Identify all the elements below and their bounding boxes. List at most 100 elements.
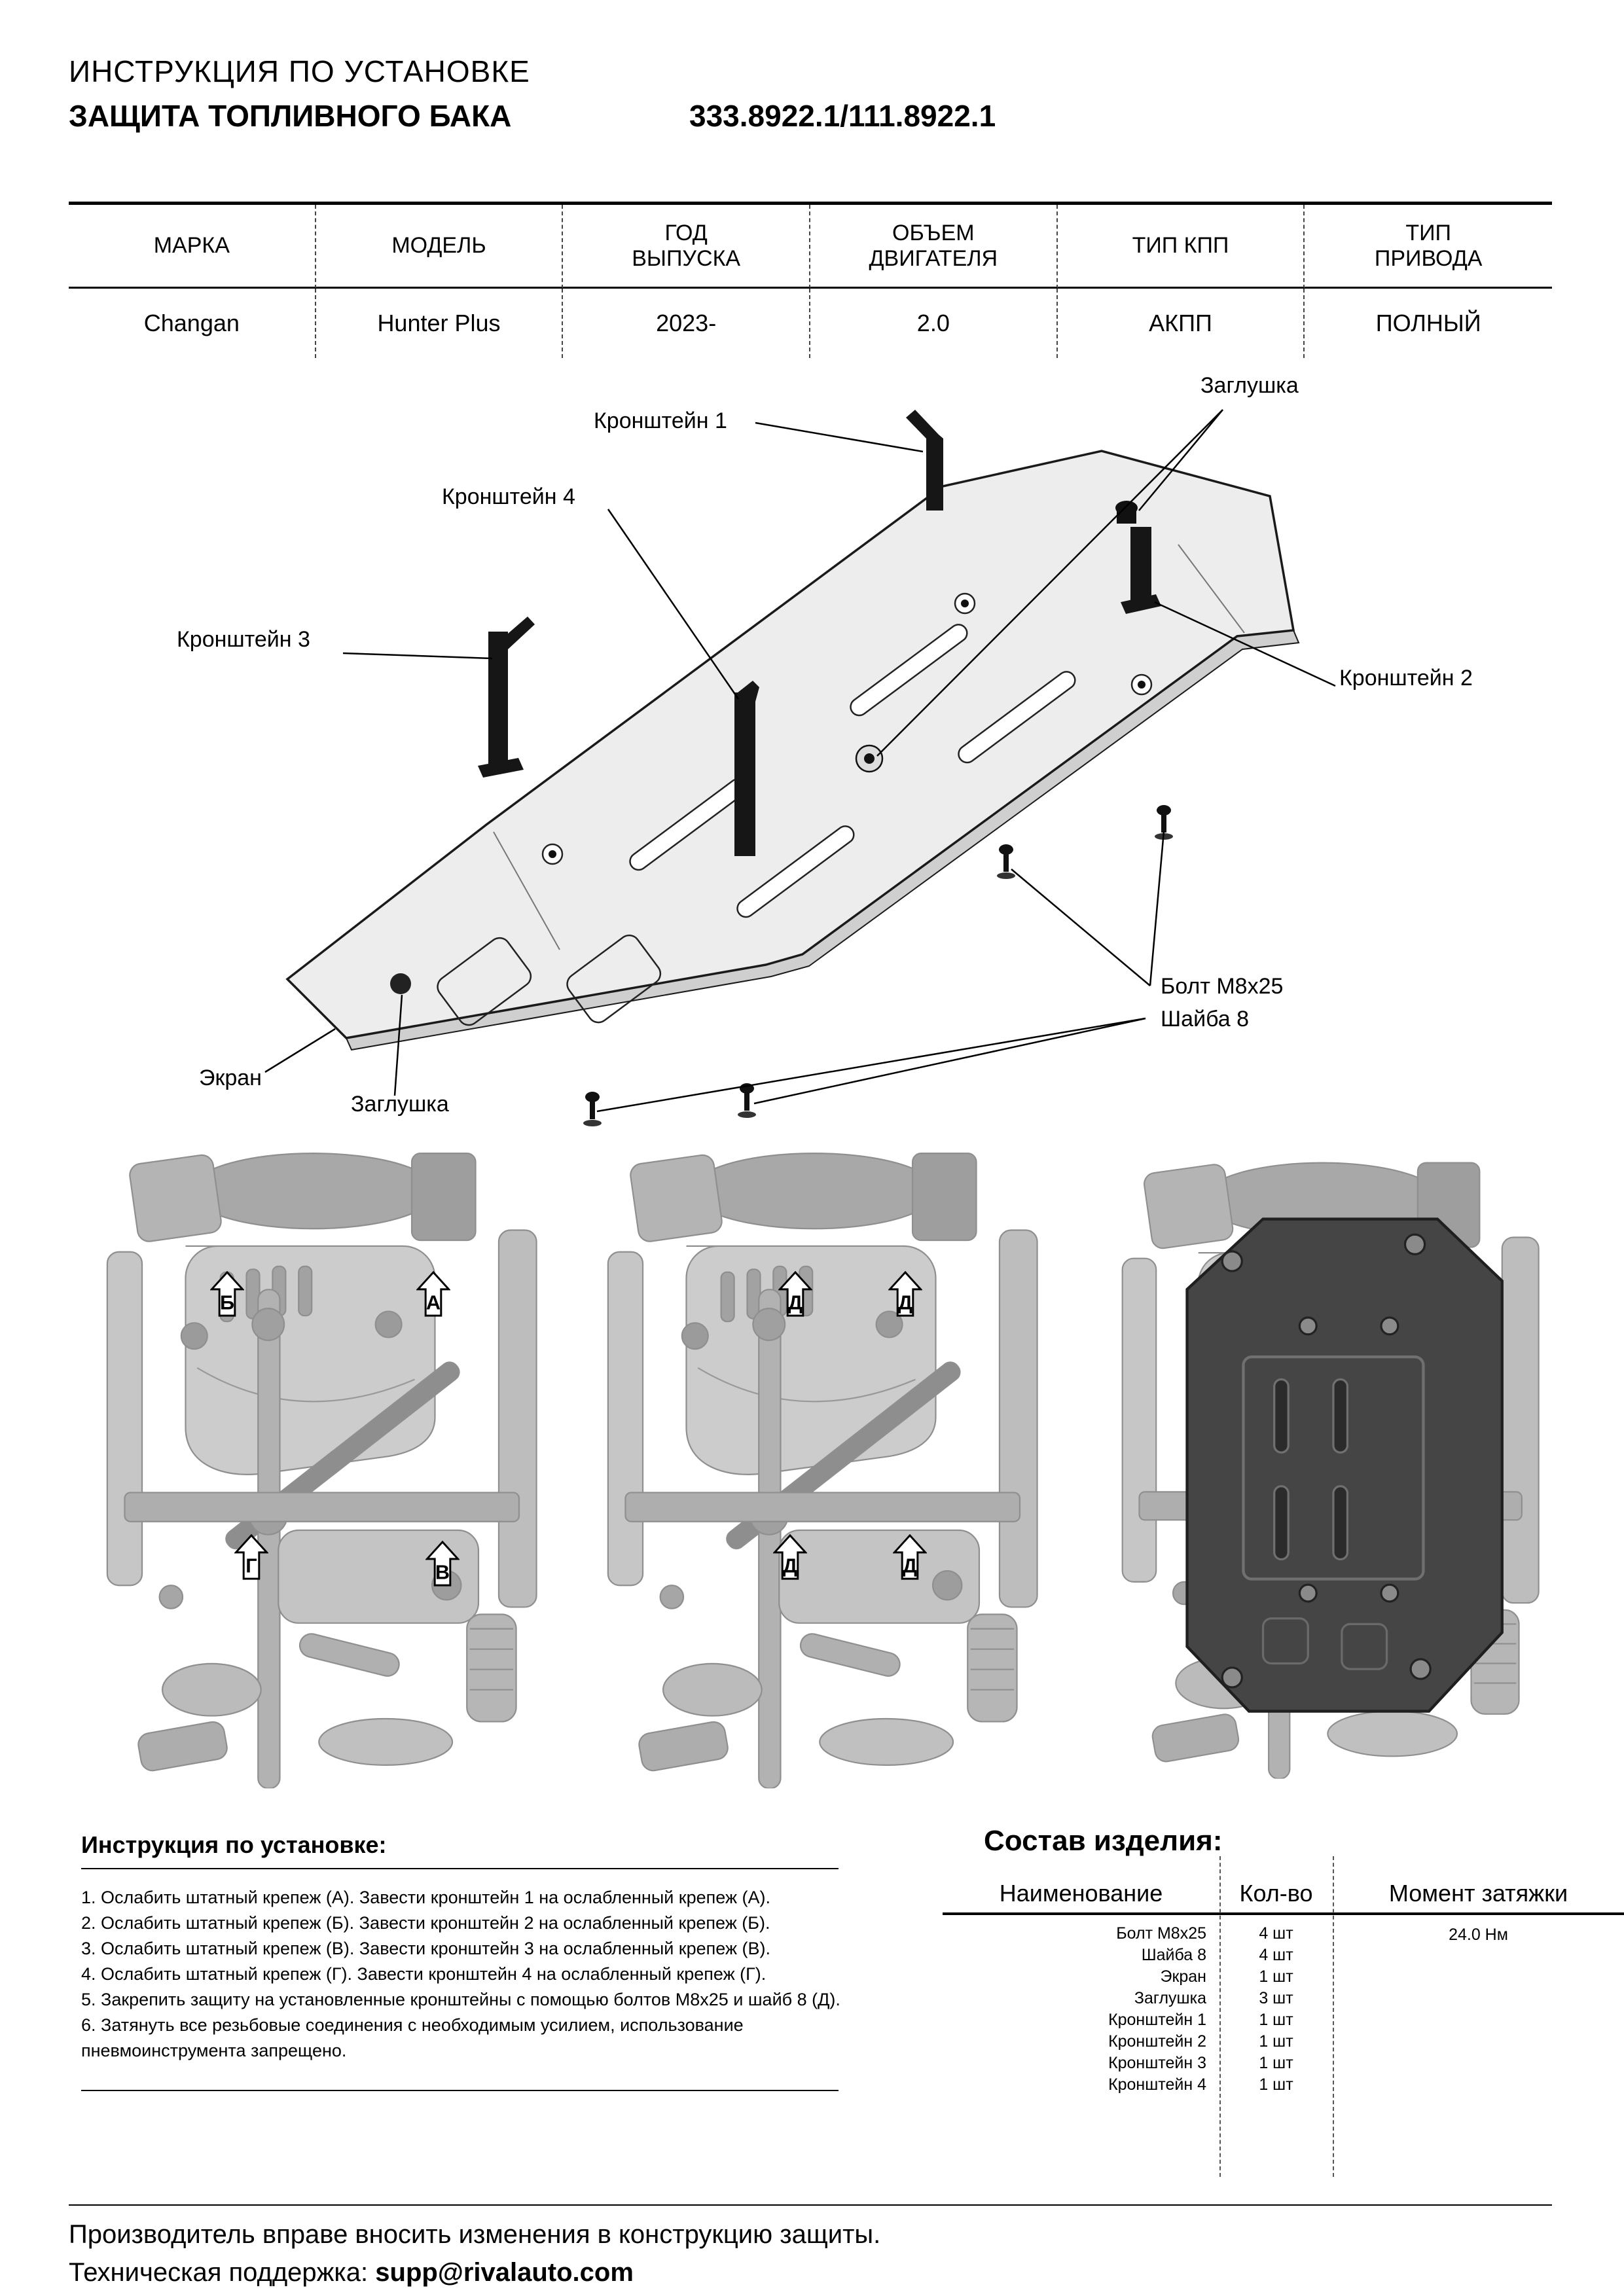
vehicle-table-cell: 2.0: [810, 289, 1058, 358]
vehicle-table-cell: АКПП: [1058, 289, 1305, 358]
svg-text:А: А: [426, 1291, 441, 1314]
components-row: Шайба 8 4 шт: [943, 1945, 1624, 1966]
vehicle-table-header-label: МОДЕЛЬ: [391, 233, 486, 258]
vehicle-table-cell: ПОЛНЫЙ: [1305, 289, 1552, 358]
svg-text:Д: Д: [903, 1554, 917, 1577]
components-row: Кронштейн 1 1 шт: [943, 2009, 1624, 2031]
vehicle-table-header-cell: ГОД ВЫПУСКА: [563, 205, 810, 289]
divider-line: [81, 2090, 839, 2091]
vehicle-table-header-label: ОБЪЕМ ДВИГАТЕЛЯ: [869, 220, 998, 271]
component-qty: 1 шт: [1259, 2011, 1293, 2029]
vehicle-table: МАРКА МОДЕЛЬ ГОД ВЫПУСКА ОБЪЕМ ДВИГАТЕЛЯ…: [69, 202, 1552, 358]
vehicle-table-cell-value: ПОЛНЫЙ: [1375, 310, 1481, 336]
marker-arrow-d3: Д: [772, 1534, 808, 1581]
footer-rule: [69, 2204, 1552, 2206]
component-name: Кронштейн 1: [1108, 2011, 1206, 2029]
fold-line: [493, 831, 560, 950]
instructions-heading: Инструкция по установке:: [81, 1831, 387, 1858]
torque-value: 24.0 Нм: [1449, 1926, 1508, 1944]
underbody-photo: [582, 1149, 1060, 1790]
instruction-step: 5. Закрепить защиту на установленные кро…: [81, 1990, 840, 2009]
fold-line: [1178, 544, 1245, 634]
label-bracket-1: Кронштейн 1: [594, 408, 727, 433]
document-header: ИНСТРУКЦИЯ ПО УСТАНОВКЕ ЗАЩИТА ТОПЛИВНОГ…: [69, 54, 1509, 134]
instruction-step: 2. Ослабить штатный крепеж (Б). Завести …: [81, 1913, 770, 1933]
components-row: Заглушка 3 шт: [943, 1988, 1624, 2009]
components-divider-dashed: [1219, 1856, 1221, 2177]
label-bracket-3: Кронштейн 3: [177, 627, 310, 652]
svg-text:Б: Б: [220, 1291, 234, 1314]
bracket-1-shape: [906, 410, 943, 511]
component-qty: 1 шт: [1259, 2075, 1293, 2094]
marker-arrow-b: Б: [209, 1270, 245, 1318]
marker-arrow-d4: Д: [892, 1534, 928, 1581]
product-name: ЗАЩИТА ТОПЛИВНОГО БАКА: [69, 99, 512, 133]
marker-arrow-g: Г: [233, 1534, 269, 1581]
components-col-qty: Кол-во: [1239, 1880, 1313, 1907]
fastener-holes: [541, 592, 1153, 865]
instruction-step: 4. Ослабить штатный крепеж (Г). Завести …: [81, 1964, 767, 1984]
vehicle-table-header-cell: МАРКА: [69, 205, 316, 289]
instruction-step: 1. Ослабить штатный крепеж (А). Завести …: [81, 1888, 771, 1907]
vehicle-table-header-cell: ТИП ПРИВОДА: [1305, 205, 1552, 289]
vehicle-table-header-row: МАРКА МОДЕЛЬ ГОД ВЫПУСКА ОБЪЕМ ДВИГАТЕЛЯ…: [69, 205, 1552, 289]
marker-arrow-d2: Д: [887, 1270, 923, 1318]
component-name: Экран: [1160, 1967, 1206, 1986]
component-name: Заглушка: [1134, 1989, 1206, 2007]
component-name: Шайба 8: [1141, 1946, 1206, 1964]
bracket-4-shape: [734, 681, 759, 856]
marker-arrow-a: А: [415, 1270, 451, 1318]
photo-underbody-before-1: Б А Г В: [81, 1149, 560, 1790]
components-col-torque: Момент затяжки: [1388, 1880, 1568, 1907]
component-name: Кронштейн 2: [1108, 2032, 1206, 2051]
svg-text:Д: Д: [898, 1291, 912, 1314]
instruction-step: 6. Затянуть все резьбовые соединения с н…: [81, 2015, 744, 2060]
components-col-name: Наименование: [999, 1880, 1163, 1907]
components-header-rule: [943, 1912, 1624, 1915]
support-label: Техническая поддержка:: [69, 2258, 376, 2287]
marker-arrow-v: В: [425, 1540, 461, 1587]
label-plug-top: Заглушка: [1200, 373, 1299, 398]
component-qty: 1 шт: [1259, 1967, 1293, 1986]
bottom-plug: [390, 973, 411, 994]
marker-arrow-d1: Д: [777, 1270, 813, 1318]
components-heading: Состав изделия:: [984, 1825, 1223, 1857]
vehicle-table-cell-value: АКПП: [1149, 310, 1212, 336]
vehicle-table-cell-value: 2023-: [656, 310, 717, 336]
vehicle-table-cell-value: 2.0: [916, 310, 950, 336]
plate-slots: [629, 624, 1076, 918]
top-plug: [1115, 501, 1138, 524]
vehicle-table-header-label: ТИП ПРИВОДА: [1374, 220, 1483, 271]
instruction-step: 3. Ослабить штатный крепеж (В). Завести …: [81, 1939, 771, 1958]
svg-text:В: В: [435, 1560, 450, 1583]
vehicle-table-cell: Changan: [69, 289, 316, 358]
component-qty: 3 шт: [1259, 1989, 1293, 2007]
components-row: Кронштейн 3 1 шт: [943, 2053, 1624, 2074]
components-table: Болт М8х25 4 шт Шайба 8 4 шт Экран 1 шт …: [943, 1923, 1624, 2096]
label-screen: Экран: [199, 1066, 262, 1090]
vehicle-table-cell: 2023-: [563, 289, 810, 358]
vehicle-table-header-cell: ТИП КПП: [1057, 205, 1305, 289]
components-header-row: Наименование Кол-во Момент затяжки: [943, 1880, 1624, 1907]
svg-text:Д: Д: [783, 1554, 797, 1577]
vehicle-table-header-label: ТИП КПП: [1132, 233, 1229, 258]
vehicle-table-cell-value: Hunter Plus: [377, 310, 501, 336]
component-qty: 4 шт: [1259, 1946, 1293, 1964]
exploded-view-diagram: Кронштейн 1 Заглушка Кронштейн 4 Кронште…: [0, 373, 1624, 1162]
components-row: Болт М8х25 4 шт: [943, 1923, 1624, 1945]
footer-support: Техническая поддержка: supp@rivalauto.co…: [69, 2258, 634, 2287]
instructions-list: 1. Ослабить штатный крепеж (А). Завести …: [81, 1885, 876, 2064]
components-row: Экран 1 шт: [943, 1966, 1624, 1988]
footer-disclaimer: Производитель вправе вносить изменения в…: [69, 2220, 881, 2249]
skid-plate-drawing: [264, 409, 1336, 1126]
components-divider-dashed: [1333, 1856, 1334, 2177]
part-numbers: 333.8922.1/111.8922.1: [689, 99, 996, 133]
svg-text:Д: Д: [788, 1291, 803, 1314]
divider-line: [81, 1868, 839, 1869]
component-qty: 1 шт: [1259, 2054, 1293, 2072]
vehicle-table-header-label: МАРКА: [153, 233, 230, 258]
screen-panels: [437, 934, 662, 1026]
brackets: [478, 410, 1161, 856]
support-email: supp@rivalauto.com: [375, 2258, 634, 2287]
